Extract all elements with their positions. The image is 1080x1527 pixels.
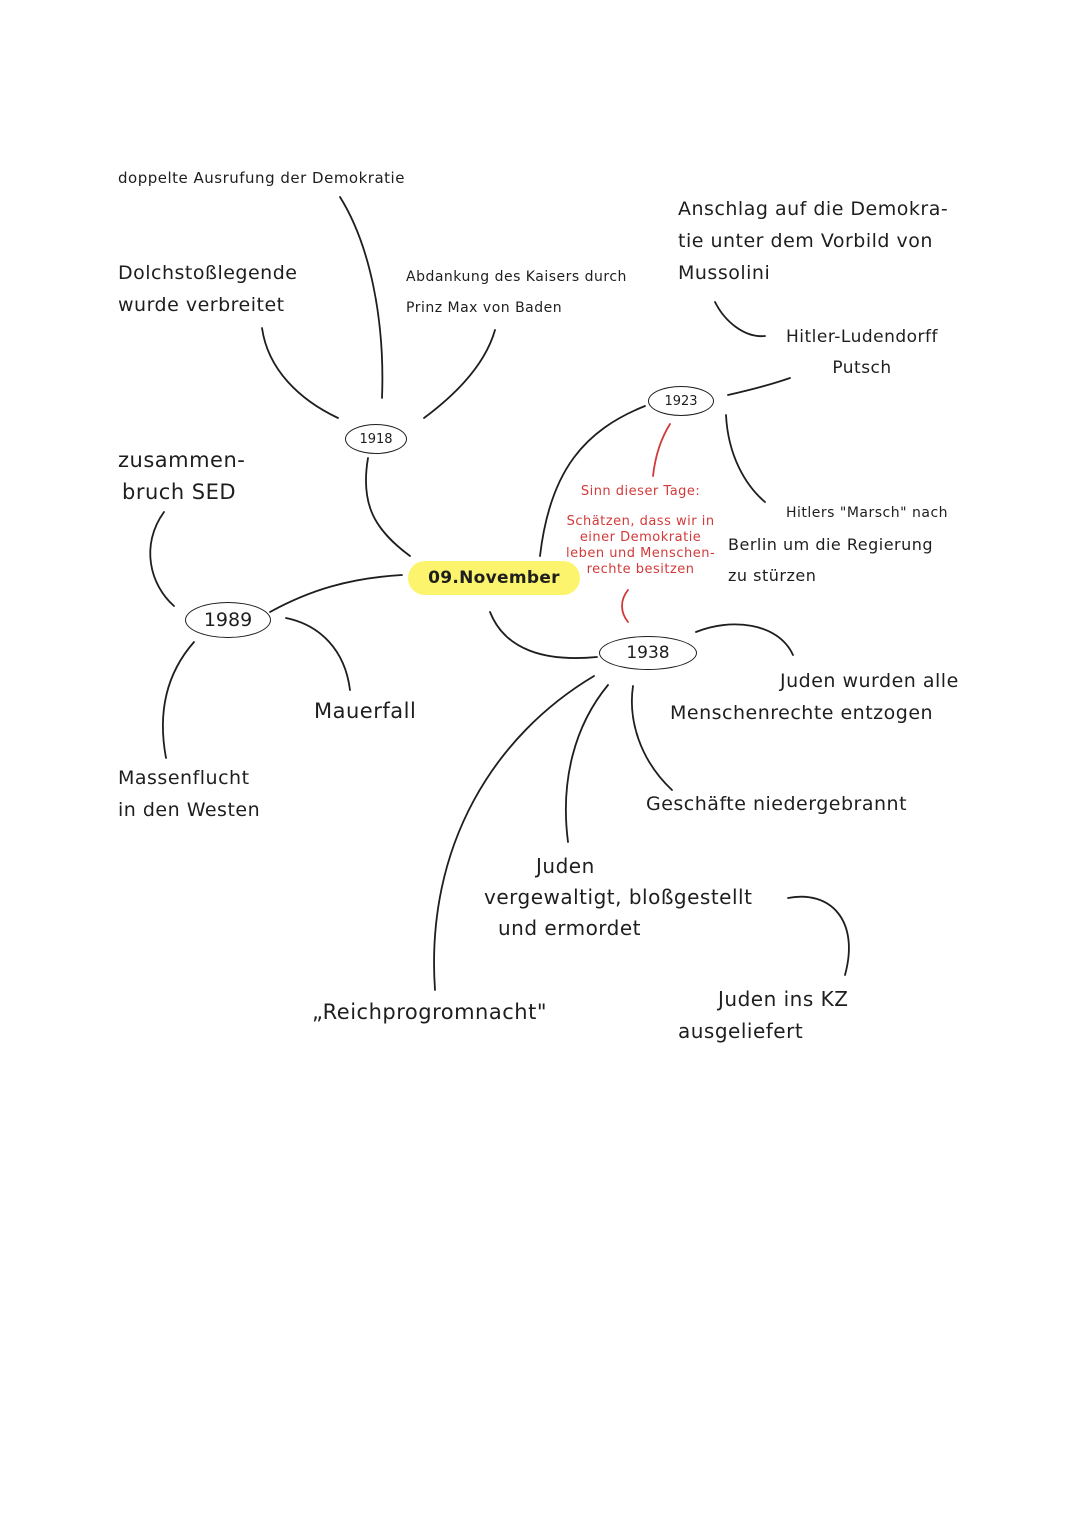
note-zusammenbruch-sed: zusammen- bruch SED [118, 448, 246, 504]
note-geschaefte: Geschäfte niedergebrannt [646, 793, 908, 815]
year-node-1938: 1938 [599, 636, 697, 670]
year-label-1989: 1989 [203, 609, 253, 631]
note-kz: Juden ins KZ ausgeliefert [678, 987, 849, 1043]
note-anschlag: Anschlag auf die Demokra- tie unter dem … [678, 198, 949, 284]
year-label-1938: 1938 [626, 643, 670, 663]
link-1989-center [269, 574, 403, 613]
link-1938-rechte [695, 623, 794, 656]
note-dolchstosslegende: Dolchstoßlegende wurde verbreitet [118, 262, 298, 316]
link-1938-juden [565, 684, 609, 843]
year-node-1918: 1918 [345, 424, 407, 454]
link-juden-kz [787, 895, 850, 976]
link-1918-dolch [261, 327, 339, 419]
link-1918-center [365, 457, 411, 557]
center-node-09-november: 09.November [408, 561, 580, 595]
note-juden-ermordet: Juden vergewaltigt, bloßgestellt und erm… [484, 854, 753, 940]
year-label-1918: 1918 [359, 431, 393, 447]
center-label: 09.November [428, 568, 560, 588]
link-1938-geschaefte [631, 685, 673, 791]
link-1938-center [489, 611, 598, 659]
link-1923-marsch [725, 414, 766, 503]
note-menschenrechte: Juden wurden alle Menschenrechte entzoge… [670, 670, 959, 724]
link-1989-sed [149, 511, 175, 607]
link-1918-abdankung [423, 329, 496, 419]
link-1923-sinn [652, 423, 671, 477]
link-1923-anschlag [714, 301, 766, 337]
note-ausrufung: doppelte Ausrufung der Demokratie [118, 169, 405, 187]
note-putsch: Hitler-Ludendorff Putsch [786, 327, 939, 378]
year-node-1923: 1923 [648, 386, 714, 416]
note-marsch: Hitlers "Marsch" nach Berlin um die Regi… [728, 505, 949, 585]
link-1923-putsch [727, 377, 791, 396]
note-sinn-dieser-tage: Sinn dieser Tage: Schätzen, dass wir in … [566, 484, 716, 577]
link-sinn-1938 [621, 589, 629, 623]
link-1938-reichs [433, 675, 595, 991]
link-1989-flucht [162, 641, 195, 759]
note-mauerfall: Mauerfall [314, 699, 417, 723]
year-node-1989: 1989 [185, 602, 271, 638]
link-1989-mauerfall [285, 617, 351, 691]
note-abdankung: Abdankung des Kaisers durch Prinz Max vo… [406, 269, 627, 316]
note-massenflucht: Massenflucht in den Westen [118, 767, 261, 821]
year-label-1923: 1923 [664, 393, 698, 409]
link-1923-center [539, 405, 646, 557]
link-1918-ausrufung [339, 196, 384, 399]
note-reichsprogromnacht: „Reichprogromnacht" [312, 1000, 547, 1024]
